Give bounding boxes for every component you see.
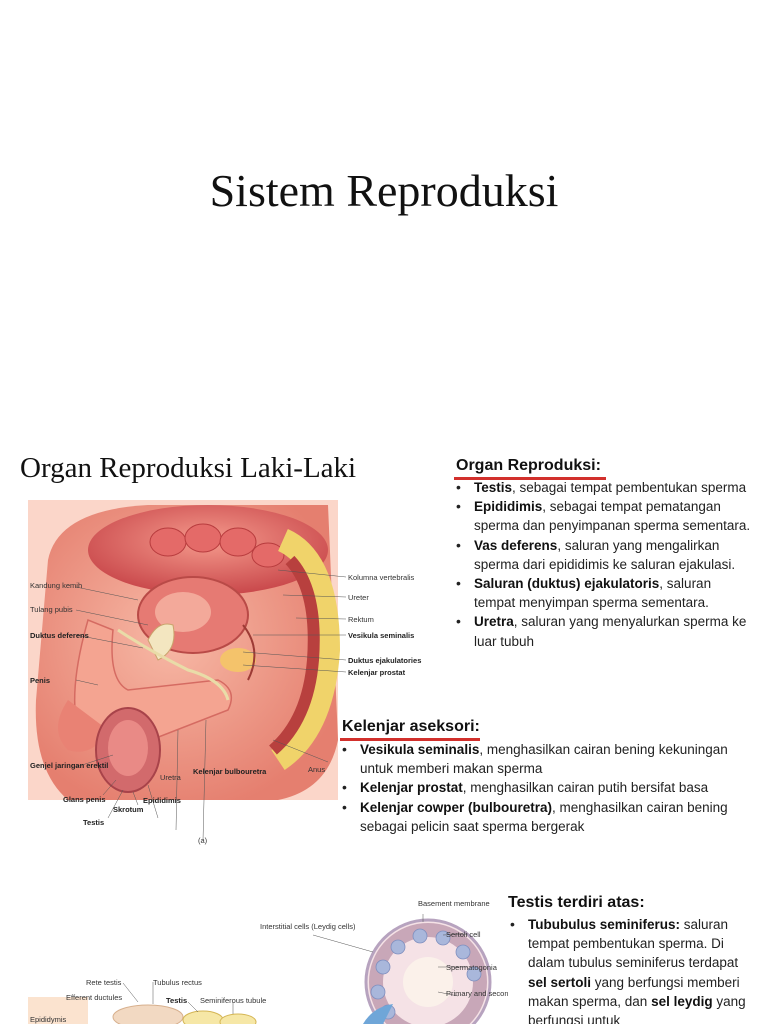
presentation-title: Sistem Reproduksi — [209, 165, 559, 216]
heading-testis-terdiri: Testis terdiri atas: — [508, 894, 645, 911]
label-testis-fig: Testis — [166, 996, 187, 1005]
accessory-list: Vesikula seminalis, menghasilkan cairan … — [340, 740, 740, 836]
list-item: Tububulus seminiferus: saluran tempat pe… — [508, 915, 760, 1024]
list-item: Kelenjar cowper (bulbouretra), menghasil… — [340, 798, 740, 836]
label-efferent-ductules: Efferent ductules — [66, 993, 122, 1002]
label-epididymis: Epididymis — [30, 1015, 67, 1024]
heading-kelenjar-aseksori: Kelenjar aseksori: — [342, 718, 480, 735]
label-skrotum: Skrotum — [113, 805, 144, 814]
list-item: Uretra, saluran yang menyalurkan sperma … — [454, 612, 754, 650]
label-rektum: Rektum — [348, 615, 374, 624]
list-item: Saluran (duktus) ejakulatoris, saluran t… — [454, 574, 754, 612]
label-kolumna-vertebralis: Kolumna vertebralis — [348, 573, 415, 582]
list-item: Testis, sebagai tempat pembentukan sperm… — [454, 478, 754, 497]
slide-title-male: Organ Reproduksi Laki-Laki — [20, 452, 357, 484]
slide-male-organs: Organ Reproduksi Laki-Laki — [0, 432, 768, 862]
heading-organ-reproduksi: Organ Reproduksi: — [456, 457, 601, 474]
list-item: Epididimis, sebagai tempat pematangan sp… — [454, 497, 754, 535]
label-basement-membrane: Basement membrane — [418, 899, 490, 908]
label-vesikula-seminalis: Vesikula seminalis — [348, 631, 414, 640]
testis-list: Tububulus seminiferus: saluran tempat pe… — [508, 915, 760, 1024]
slide-title: Sistem Reproduksi — [0, 0, 768, 420]
label-epididimis: Epididimis — [143, 796, 181, 805]
figure-caption: (a) — [198, 836, 208, 845]
label-sertoli-cell: Sertoli cell — [446, 930, 481, 939]
label-ureter: Ureter — [348, 593, 369, 602]
label-duktus-ejakulatories: Duktus ejakulatories — [348, 656, 421, 665]
label-duktus-deferens: Duktus deferens — [30, 631, 89, 640]
label-tulang-pubis: Tulang pubis — [30, 605, 73, 614]
organ-list: Testis, sebagai tempat pembentukan sperm… — [454, 478, 754, 651]
testis-structure-illustration: Interstitial cells (Leydig cells) Baseme… — [28, 899, 508, 1024]
label-rete-testis: Rete testis — [86, 978, 122, 987]
label-uretra: Uretra — [160, 773, 182, 782]
label-kelenjar-prostat: Kelenjar prostat — [348, 668, 406, 677]
label-glans-penis: Glans penis — [63, 795, 106, 804]
list-item: Vas deferens, saluran yang mengalirkan s… — [454, 536, 754, 574]
label-anus: Anus — [308, 765, 325, 774]
slide-testis: Interstitial cells (Leydig cells) Baseme… — [0, 868, 768, 1024]
label-testis: Testis — [83, 818, 104, 827]
label-kelenjar-bulbouretra: Kelenjar bulbouretra — [193, 767, 267, 776]
label-seminiferous-tubule: Seminiferous tubule — [200, 996, 266, 1005]
label-genjel-jaringan-erektil: Genjel jaringan erektil — [30, 761, 108, 770]
male-anatomy-illustration: Kandung kemih Tulang pubis Duktus defere… — [28, 500, 421, 845]
label-primary-secondary-spermatocytes: Primary and secondary spermatocytes — [446, 989, 508, 998]
list-item: Kelenjar prostat, menghasilkan cairan pu… — [340, 778, 740, 797]
list-item: Vesikula seminalis, menghasilkan cairan … — [340, 740, 740, 778]
label-interstitial-cells: Interstitial cells (Leydig cells) — [260, 922, 356, 931]
label-spermatogonia: Spermatogonia — [446, 963, 498, 972]
label-kandung-kemih: Kandung kemih — [30, 581, 82, 590]
label-penis: Penis — [30, 676, 50, 685]
label-tubulus-rectus: Tubulus rectus — [153, 978, 202, 987]
